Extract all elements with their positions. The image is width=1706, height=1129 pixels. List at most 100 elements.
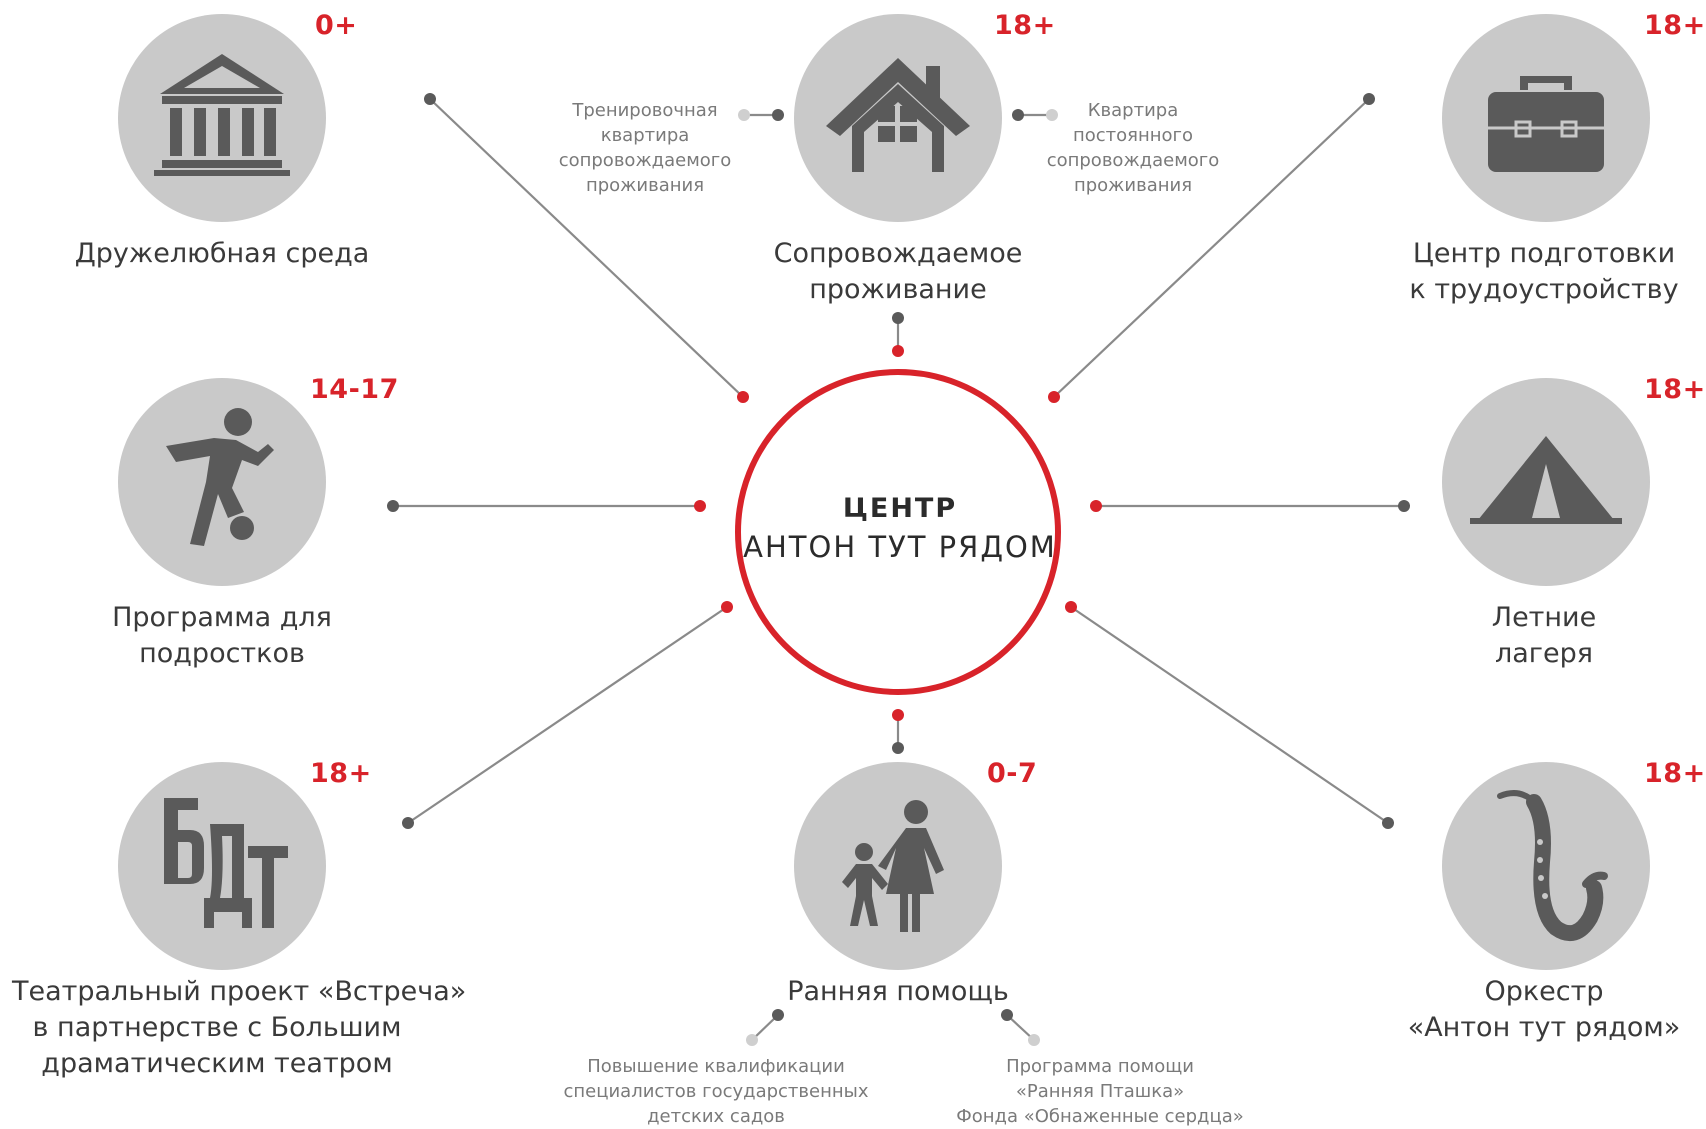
subnote-permanent-flat-line4: проживания	[1073, 175, 1193, 196]
label-theatre-line2: в партнерстве с Большим	[32, 1012, 402, 1043]
subnote-qualification-line1: Повышение квалификации	[587, 1056, 845, 1077]
age-badge-employment: 18+	[1644, 10, 1706, 41]
connector-ptashka	[1006, 1014, 1035, 1041]
label-camps-line2: лагеря	[1495, 638, 1593, 669]
subnote-qualification: Повышение квалификации специалистов госу…	[556, 1054, 876, 1129]
parent-child-icon	[842, 800, 944, 932]
center-title: ЦЕНТР АНТОН ТУТ РЯДОМ	[740, 493, 1060, 564]
subnote-ptashka-line1: Программа помощи	[1006, 1056, 1194, 1077]
subnote-ptashka: Программа помощи «Ранняя Пташка» Фонда «…	[940, 1054, 1260, 1129]
dot-assisted-outer	[892, 312, 904, 324]
subnote-permanent-flat-line1: Квартира	[1087, 100, 1179, 121]
label-employment-line2: к трудоустройству	[1409, 274, 1679, 305]
age-badge-camps: 18+	[1644, 374, 1706, 405]
subnote-ptashka-line3: Фонда «Обнаженные сердца»	[956, 1106, 1244, 1127]
age-badge-orchestra: 18+	[1644, 758, 1706, 789]
connector-friendly	[429, 98, 744, 398]
connector-theatre	[407, 606, 728, 824]
dot-orchestra-outer	[1382, 817, 1394, 829]
dot-training-flat-outer	[738, 109, 750, 121]
label-assisted: Сопровождаемое проживание	[748, 236, 1048, 308]
subnote-qualification-line2: специалистов государственных	[563, 1081, 869, 1102]
dot-camps-inner	[1090, 500, 1102, 512]
assisted-circle	[794, 14, 1002, 222]
subnote-training-flat-line2: квартира	[600, 125, 690, 146]
employment-circle	[1442, 14, 1650, 222]
label-employment: Центр подготовки к трудоустройству	[1394, 236, 1694, 308]
label-early-line1: Ранняя помощь	[787, 976, 1009, 1007]
label-assisted-line2: проживание	[809, 274, 987, 305]
connector-employment	[1053, 98, 1370, 398]
label-orchestra-line1: Оркестр	[1484, 976, 1604, 1007]
dot-theatre-outer	[402, 817, 414, 829]
connector-orchestra	[1070, 606, 1389, 824]
dot-early-inner	[892, 709, 904, 721]
center-title-line1: ЦЕНТР	[842, 493, 958, 524]
orchestra-circle	[1442, 762, 1650, 970]
camps-circle	[1442, 378, 1650, 586]
dot-theatre-inner	[721, 601, 733, 613]
age-badge-teens: 14-17	[310, 374, 399, 405]
label-camps-line1: Летние	[1491, 602, 1597, 633]
label-theatre-line3: драматическим театром	[41, 1048, 393, 1079]
center-title-line2: АНТОН ТУТ РЯДОМ	[743, 530, 1057, 564]
house-icon	[826, 58, 970, 172]
theatre-circle	[118, 762, 326, 970]
label-friendly: Дружелюбная среда	[72, 236, 372, 272]
briefcase-icon	[1488, 76, 1604, 172]
teens-circle	[118, 378, 326, 586]
dot-ptashka-outer	[1028, 1034, 1040, 1046]
dot-qualification-inner	[772, 1009, 784, 1021]
subnote-permanent-flat-line2: постоянного	[1072, 125, 1194, 146]
dot-qualification-outer	[746, 1034, 758, 1046]
dot-early-outer	[892, 742, 904, 754]
label-teens-line1: Программа для	[112, 602, 332, 633]
dot-teens-outer	[387, 500, 399, 512]
building-columns-icon	[154, 54, 290, 176]
label-teens: Программа для подростков	[72, 600, 372, 672]
dot-orchestra-inner	[1065, 601, 1077, 613]
label-theatre-line1: Театральный проект «Встреча»	[12, 976, 467, 1007]
dot-friendly-inner	[737, 391, 749, 403]
dot-friendly-outer	[424, 93, 436, 105]
dot-camps-outer	[1398, 500, 1410, 512]
dot-permanent-flat-inner	[1012, 109, 1024, 121]
football-player-icon	[166, 408, 274, 546]
center-ring	[735, 369, 1061, 695]
subnote-ptashka-line2: «Ранняя Пташка»	[1015, 1081, 1185, 1102]
tent-icon	[1470, 436, 1622, 524]
subnote-training-flat-line1: Тренировочная	[572, 100, 718, 121]
early-circle	[794, 762, 1002, 970]
saxophone-icon	[1497, 790, 1608, 942]
label-camps: Летние лагеря	[1394, 600, 1694, 672]
label-orchestra: Оркестр «Антон тут рядом»	[1394, 974, 1694, 1046]
dot-employment-outer	[1363, 93, 1375, 105]
subnote-permanent-flat-line3: сопровождаемого	[1046, 150, 1220, 171]
label-assisted-line1: Сопровождаемое	[773, 238, 1023, 269]
age-badge-early: 0-7	[987, 758, 1038, 789]
label-early: Ранняя помощь	[748, 974, 1048, 1010]
subnote-training-flat-line4: проживания	[585, 175, 705, 196]
subnote-training-flat: Тренировочная квартира сопровождаемого п…	[540, 98, 750, 198]
label-theatre: Театральный проект «Встреча» в партнерст…	[12, 974, 467, 1082]
dot-permanent-flat-outer	[1046, 109, 1058, 121]
label-teens-line2: подростков	[139, 638, 305, 669]
bdt-logo-icon	[164, 798, 288, 928]
dot-teens-inner	[694, 500, 706, 512]
dot-assisted-inner	[892, 345, 904, 357]
dot-employment-inner	[1048, 391, 1060, 403]
age-badge-theatre: 18+	[310, 758, 372, 789]
age-badge-friendly: 0+	[315, 10, 358, 41]
age-badge-assisted: 18+	[994, 10, 1056, 41]
subnote-training-flat-line3: сопровождаемого	[558, 150, 732, 171]
connector-qualification	[751, 1014, 779, 1041]
label-orchestra-line2: «Антон тут рядом»	[1407, 1012, 1681, 1043]
subnote-qualification-line3: детских садов	[647, 1106, 785, 1127]
friendly-circle	[118, 14, 326, 222]
dot-training-flat-inner	[772, 109, 784, 121]
label-friendly-line1: Дружелюбная среда	[74, 238, 370, 269]
dot-ptashka-inner	[1001, 1009, 1013, 1021]
subnote-permanent-flat: Квартира постоянного сопровождаемого про…	[1028, 98, 1238, 198]
label-employment-line1: Центр подготовки	[1412, 238, 1676, 269]
